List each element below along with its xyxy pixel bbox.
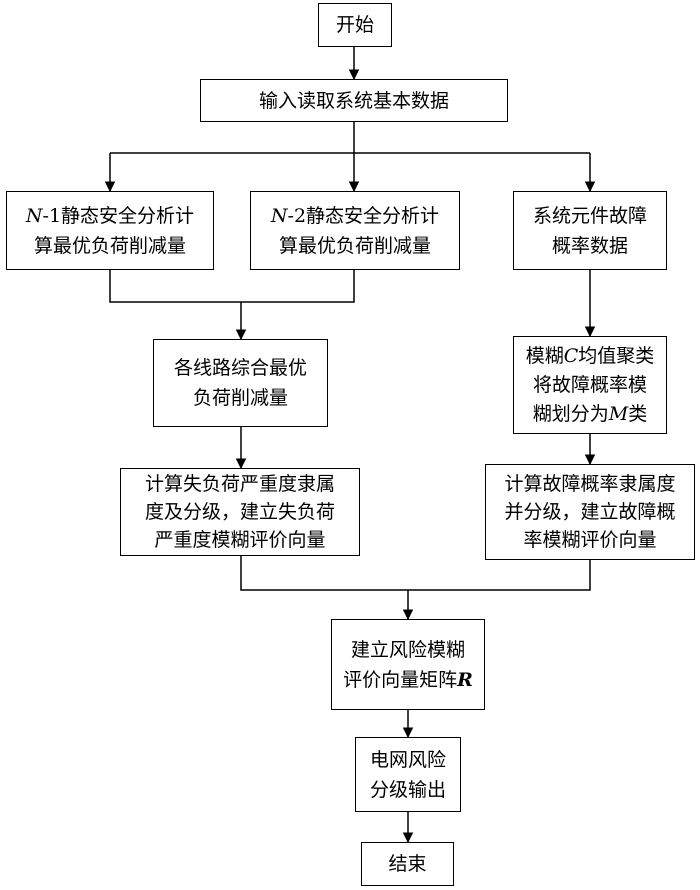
severity-line3: 严重度模糊评价向量: [154, 529, 326, 551]
risk-matrix-node: 建立风险模糊 评价向量矩阵R: [331, 619, 485, 710]
start-node: 开始: [318, 3, 392, 47]
start-label: 开始: [335, 14, 374, 36]
matrix-line1: 建立风险模糊: [350, 638, 465, 661]
failure-probability-data-node: 系统元件故障 概率数据: [513, 191, 667, 270]
severity-line2: 度及分级，建立失负荷: [144, 501, 335, 523]
fcm-line3: 糊划分为M类: [533, 400, 648, 429]
fcm-line1-pre: 模糊: [525, 344, 564, 367]
fcm-line2: 将故障概率模: [532, 373, 647, 396]
probability-line3: 率模糊评价向量: [523, 529, 657, 551]
fcm-m-variable: M: [608, 402, 629, 425]
failure-data-line2: 概率数据: [551, 234, 628, 257]
end-label: 结束: [388, 853, 427, 875]
severity-evaluation-node: 计算失负荷严重度隶属 度及分级，建立失负荷 严重度模糊评价向量: [120, 468, 360, 556]
fuzzy-c-means-node: 模糊C均值聚类 将故障概率模 糊划分为M类: [513, 336, 667, 434]
line-merge-n1-n2: [109, 270, 355, 303]
n1-variable: N: [25, 204, 43, 227]
matrix-line2-text: 评价向量矩阵: [343, 668, 458, 691]
risk-output-node: 电网风险 分级输出: [355, 737, 461, 812]
n1-line1-text: -1静态安全分析计: [42, 204, 195, 227]
n1-analysis-node: N-1静态安全分析计 算最优负荷削减量: [6, 191, 214, 270]
matrix-r-variable: R: [457, 668, 473, 691]
line-merge-severity-probability: [240, 556, 591, 591]
matrix-line2: 评价向量矩阵R: [343, 665, 473, 695]
fcm-line1-post: 均值聚类: [578, 344, 655, 367]
combined-line2: 负荷削减量: [192, 387, 288, 409]
failure-data-line1: 系统元件故障: [532, 204, 647, 227]
end-node: 结束: [361, 842, 454, 886]
input-data-node: 输入读取系统基本数据: [200, 79, 508, 122]
n2-line1-text: -2静态安全分析计: [287, 204, 440, 227]
n1-analysis-line1: N-1静态安全分析计: [26, 201, 194, 231]
probability-evaluation-node: 计算故障概率隶属度 并分级，建立故障概 率模糊评价向量: [485, 464, 695, 560]
combined-load-shedding-node: 各线路综合最优 负荷削减量: [153, 339, 328, 427]
probability-line1: 计算故障概率隶属度: [504, 473, 676, 495]
n2-analysis-node: N-2静态安全分析计 算最优负荷削减量: [250, 191, 460, 270]
output-line1: 电网风险: [369, 748, 446, 771]
input-data-label: 输入读取系统基本数据: [258, 89, 449, 112]
n1-analysis-line2: 算最优负荷削减量: [33, 234, 186, 257]
fcm-line3-pre: 糊划分为: [532, 402, 609, 425]
n2-analysis-line1: N-2静态安全分析计: [271, 201, 439, 231]
n2-variable: N: [270, 204, 288, 227]
n2-analysis-line2: 算最优负荷削减量: [278, 234, 431, 257]
severity-line1: 计算失负荷严重度隶属: [144, 473, 335, 495]
fcm-line1: 模糊C均值聚类: [526, 342, 655, 371]
combined-line1: 各线路综合最优: [173, 357, 307, 379]
output-line2: 分级输出: [369, 778, 446, 801]
fcm-c-variable: C: [563, 344, 579, 367]
fcm-line3-post: 类: [628, 402, 648, 425]
probability-line2: 并分级，建立故障概: [504, 501, 676, 523]
